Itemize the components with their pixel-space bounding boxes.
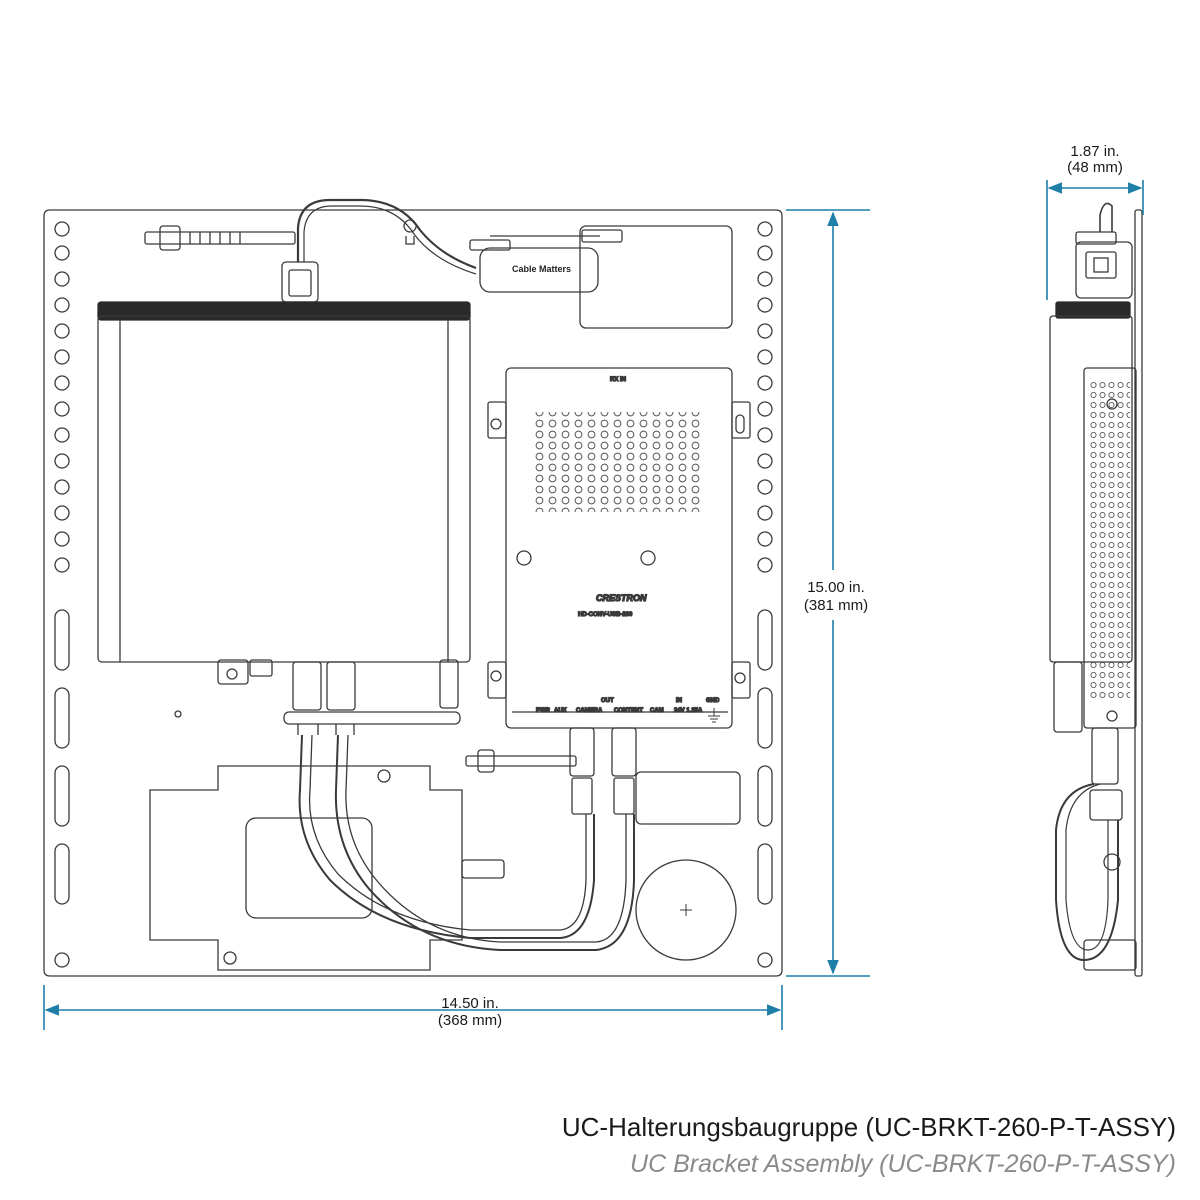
port-cam: CAM xyxy=(650,708,664,714)
side-view xyxy=(1049,202,1143,977)
port-power-rating: 24V 1.25A xyxy=(674,708,703,714)
depth-inches: 1.87 in. xyxy=(1070,143,1119,160)
uc-engine-box xyxy=(97,301,471,709)
adapter-brand-label: Cable Matters xyxy=(512,264,571,274)
port-camera: CAMERA xyxy=(576,708,603,714)
usb-ethernet-adapter xyxy=(469,229,623,293)
depth-mm: (48 mm) xyxy=(1067,159,1123,176)
cable-routing-a xyxy=(298,734,595,939)
caption-title: UC-Halterungsbaugruppe (UC-BRKT-260-P-T-… xyxy=(561,1112,1176,1142)
label-recess-lower xyxy=(635,771,741,825)
cable-routing-b xyxy=(334,734,635,951)
power-supply-bracket xyxy=(149,765,463,971)
keyhole xyxy=(403,219,417,245)
cable-tie-top-left xyxy=(144,225,296,251)
port-out: OUT xyxy=(601,698,614,704)
port-aux: AUX xyxy=(554,708,567,714)
height-inches: 15.00 in. xyxy=(807,579,865,596)
converter-brand-label: CRESTRON xyxy=(596,593,647,603)
crestron-converter xyxy=(487,367,751,729)
converter-model-label: HD-CONV-USB-260 xyxy=(578,612,633,618)
round-cutout xyxy=(635,859,737,961)
mounting-plate xyxy=(43,209,783,977)
side-plate xyxy=(1134,209,1143,977)
dimension-lines xyxy=(43,180,1144,1030)
converter-top-label: RX IN xyxy=(610,377,626,383)
converter-usb-plugs xyxy=(465,727,637,815)
port-pwr: PWR xyxy=(536,708,551,714)
width-mm: (368 mm) xyxy=(438,1012,502,1029)
left-hole-column xyxy=(54,221,70,968)
dimension-labels: 14.50 in. (368 mm) 15.00 in. (381 mm) 1.… xyxy=(438,143,1123,1029)
ethernet-adapter-side xyxy=(1075,241,1133,299)
ground-symbol xyxy=(708,708,720,723)
port-content: CONTENT xyxy=(614,708,643,714)
height-mm: (381 mm) xyxy=(804,597,868,614)
caption-subtitle: UC Bracket Assembly (UC-BRKT-260-P-T-ASS… xyxy=(630,1150,1176,1178)
width-inches: 14.50 in. xyxy=(441,995,499,1012)
usb-connectors-pc xyxy=(283,661,461,735)
port-gnd: GND xyxy=(706,698,720,704)
usb-cable-loop xyxy=(296,198,477,270)
front-view: Cable Matters xyxy=(43,198,783,977)
port-in: IN xyxy=(676,698,682,704)
right-hole-column xyxy=(757,221,773,968)
label-recess xyxy=(579,225,733,329)
side-cable-loop xyxy=(1055,783,1119,962)
